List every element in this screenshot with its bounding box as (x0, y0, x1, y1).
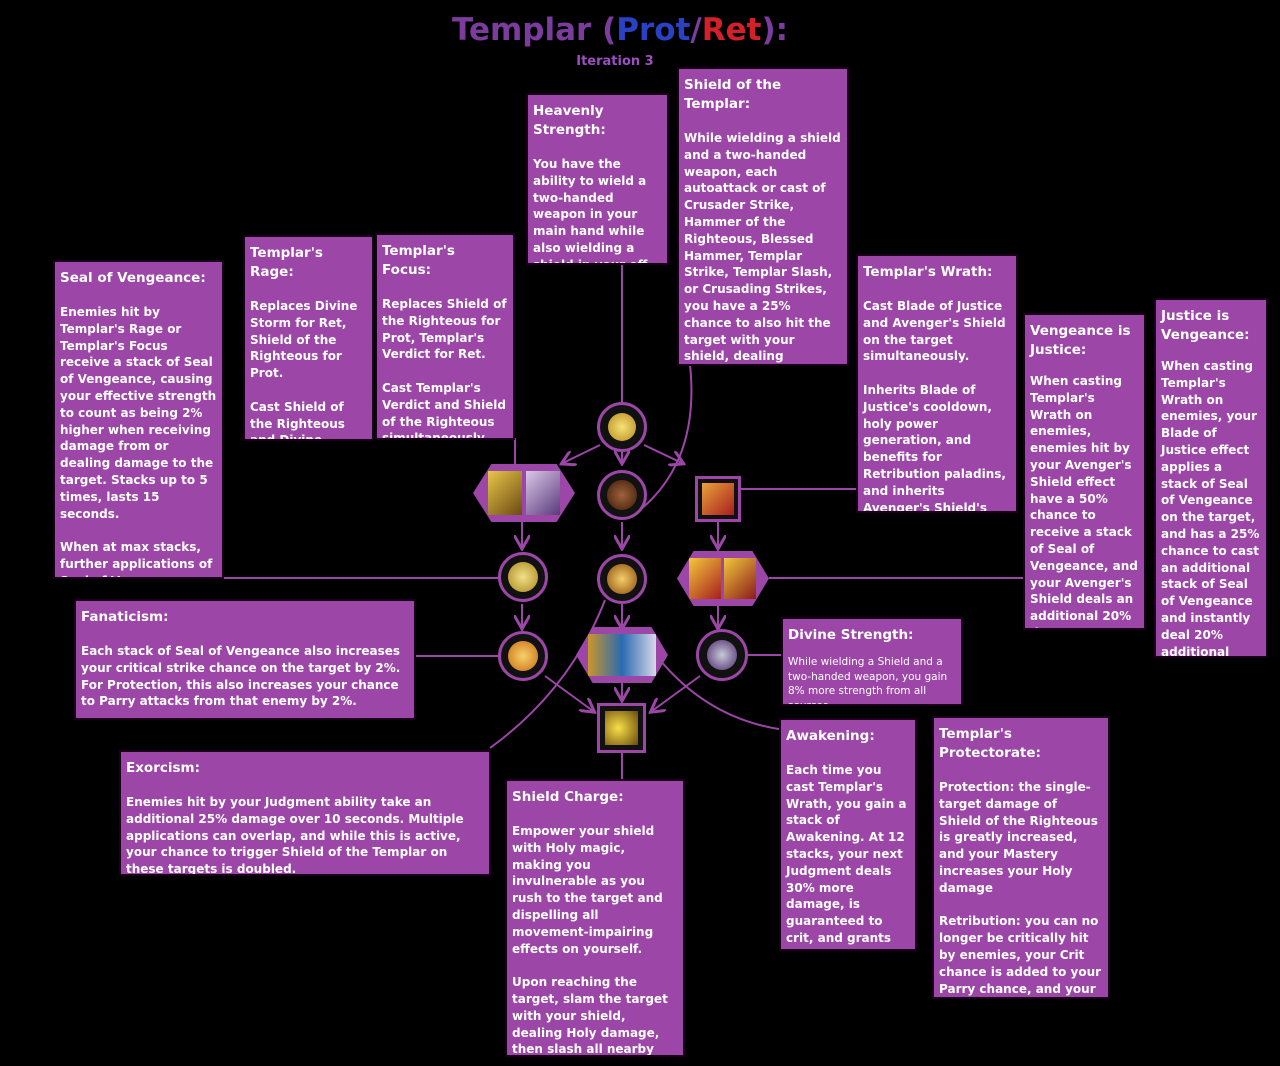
talent-heavenly-strength: Heavenly Strength: You have the ability … (526, 93, 669, 265)
talent-shield-of-the-templar: Shield of the Templar: While wielding a … (677, 67, 849, 366)
vengeance-justice-node[interactable] (677, 551, 769, 606)
templars-rage-focus-node[interactable] (473, 464, 575, 522)
exorcism-node[interactable] (597, 554, 647, 604)
divine-strength-node[interactable] (696, 629, 748, 681)
page-title: Templar (Prot/Ret): (451, 12, 789, 48)
crossed-blades-icon (526, 471, 560, 515)
flame-figure-icon (508, 641, 538, 671)
ret-label: Ret (701, 12, 762, 48)
talent-fanaticism: Fanaticism: Each stack of Seal of Vengea… (74, 599, 416, 720)
heavenly-strength-node[interactable] (597, 402, 647, 452)
crossed-swords-icon (508, 562, 538, 592)
holy-burst-icon (605, 711, 638, 745)
crossed-swords-icon (488, 471, 522, 515)
skull-icon (607, 564, 637, 594)
talent-templars-rage: Templar's Rage: Replaces Divine Storm fo… (243, 235, 374, 441)
seal-of-vengeance-node[interactable] (498, 552, 548, 602)
talent-divine-strength: Divine Strength: While wielding a Shield… (781, 617, 963, 706)
iteration-label: Iteration 3 (576, 54, 654, 69)
charging-knight-icon (588, 634, 656, 676)
talent-awakening: Awakening: Each time you cast Templar's … (779, 718, 917, 951)
fanaticism-node[interactable] (498, 631, 548, 681)
shield-icon (607, 480, 637, 510)
talent-justice-is-vengeance: Justice is Vengeance: When casting Templ… (1154, 298, 1268, 658)
talent-exorcism: Exorcism: Enemies hit by your Judgment a… (119, 750, 491, 876)
talent-templars-wrath: Templar's Wrath: Cast Blade of Justice a… (856, 254, 1018, 513)
flaming-blade-icon (689, 558, 721, 599)
talent-seal-of-vengeance: Seal of Vengeance: Enemies hit by Templa… (53, 260, 224, 579)
templars-wrath-node[interactable] (695, 476, 741, 522)
talent-templars-focus: Templar's Focus: Replaces Shield of the … (375, 233, 515, 440)
awakening-node[interactable] (597, 703, 646, 753)
flaming-blade-icon (702, 483, 734, 515)
helm-icon (707, 640, 737, 670)
flaming-blade-icon (724, 558, 756, 599)
talent-templars-protectorate: Templar's Protectorate: Protection: the … (932, 716, 1110, 999)
talent-shield-charge: Shield Charge: Empower your shield with … (505, 779, 685, 1057)
prot-label: Prot (616, 12, 691, 48)
talent-vengeance-is-justice: Vengeance is Justice: When casting Templ… (1023, 313, 1146, 630)
fist-icon (608, 413, 636, 441)
shield-charge-node[interactable] (576, 627, 668, 683)
shield-of-the-templar-node[interactable] (597, 470, 647, 520)
